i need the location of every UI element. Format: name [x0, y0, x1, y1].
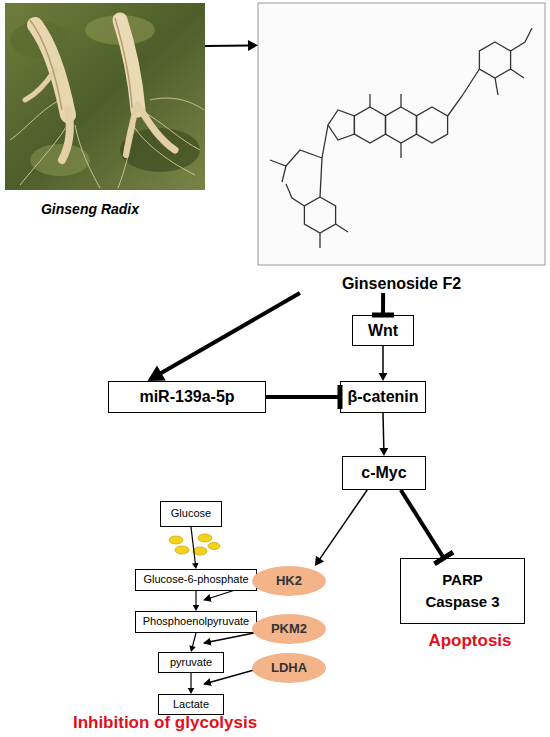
node-label: β-catenin	[347, 387, 418, 406]
connector-line	[195, 591, 196, 606]
metabolite-box: pyruvate	[158, 652, 224, 673]
photo-node: Ginseng Radix	[5, 3, 205, 218]
node-label: Glucose	[171, 507, 211, 520]
reaction-arrow	[193, 591, 200, 611]
node-label: Ginsenoside F2	[342, 274, 461, 293]
connector-line	[382, 413, 384, 450]
pathway-box: Wnt	[352, 315, 414, 346]
metabolite-box: Phosphoenolpyruvate	[135, 611, 257, 633]
node-label: Glucose-6-phosphate	[143, 573, 248, 586]
activation-arrow	[148, 293, 300, 381]
inhibition-bar	[372, 312, 394, 317]
arrow-head	[189, 645, 195, 652]
arrow-head	[379, 448, 388, 456]
connector-line	[190, 673, 191, 689]
node-label: PARP Caspase 3	[423, 569, 502, 614]
reaction-arrow	[188, 673, 195, 694]
arrow-head	[315, 556, 324, 566]
inhibition-bar	[338, 385, 343, 409]
node-label: Wnt	[368, 321, 398, 340]
result-label: Apoptosis	[400, 631, 540, 651]
result-label: Inhibition of glycolysis	[30, 713, 300, 733]
ginseng-photo	[5, 3, 205, 190]
chemical-structure	[258, 3, 545, 265]
inhibition-bar	[434, 552, 453, 564]
connector-line	[191, 527, 195, 564]
connector-line	[205, 44, 250, 47]
enzyme-oval: LDHA	[252, 653, 326, 683]
node-label: Phosphoenolpyruvate	[143, 615, 249, 628]
arrow-head	[248, 40, 258, 51]
arrow-head	[192, 563, 199, 569]
compound-node: Ginsenoside F2	[258, 3, 545, 293]
connector-line	[382, 346, 384, 375]
node-label: pyruvate	[170, 656, 212, 669]
activation-arrow	[379, 346, 388, 381]
oval-shape	[252, 566, 326, 596]
activation-arrow	[205, 40, 258, 51]
arrow-head	[379, 373, 388, 381]
arrow-head	[193, 605, 200, 611]
connector-line	[319, 490, 367, 560]
node-label: PKM2	[271, 621, 307, 637]
reaction-arrow	[189, 633, 196, 652]
connector-line	[192, 633, 196, 647]
activation-arrow	[379, 413, 388, 456]
enzyme-oval: HK2	[252, 566, 326, 596]
reaction-arrow	[191, 527, 199, 569]
pathway-box: c-Myc	[342, 456, 426, 490]
metabolite-box: Glucose-6-phosphate	[135, 569, 257, 591]
node-label: miR-139a-5p	[139, 387, 234, 406]
node-label: Lactate	[173, 698, 209, 711]
enzyme-oval: PKM2	[252, 614, 326, 644]
inhibition-line	[401, 490, 453, 564]
pathway-box: β-catenin	[340, 381, 426, 413]
node-label: Ginseng Radix	[41, 201, 139, 218]
arrow-head	[188, 688, 195, 694]
metabolite-box: Lactate	[158, 694, 224, 715]
glucose-molecules	[169, 534, 220, 555]
oval-shape	[252, 653, 326, 683]
arrow-head	[148, 365, 166, 381]
activation-arrow	[315, 490, 367, 566]
metabolite-box: Glucose	[160, 501, 222, 527]
node-label: LDHA	[271, 660, 307, 676]
connector-line	[401, 490, 444, 558]
inhibition-line	[372, 293, 394, 315]
apoptosis-box: PARP Caspase 3	[400, 558, 525, 624]
connector-line	[266, 395, 340, 399]
mirna-box: miR-139a-5p	[108, 381, 266, 413]
node-label: HK2	[276, 573, 302, 589]
connector-line	[381, 293, 385, 315]
oval-shape	[252, 614, 326, 644]
connector-line	[159, 293, 300, 375]
node-label: c-Myc	[361, 463, 406, 482]
inhibition-line	[266, 385, 340, 409]
